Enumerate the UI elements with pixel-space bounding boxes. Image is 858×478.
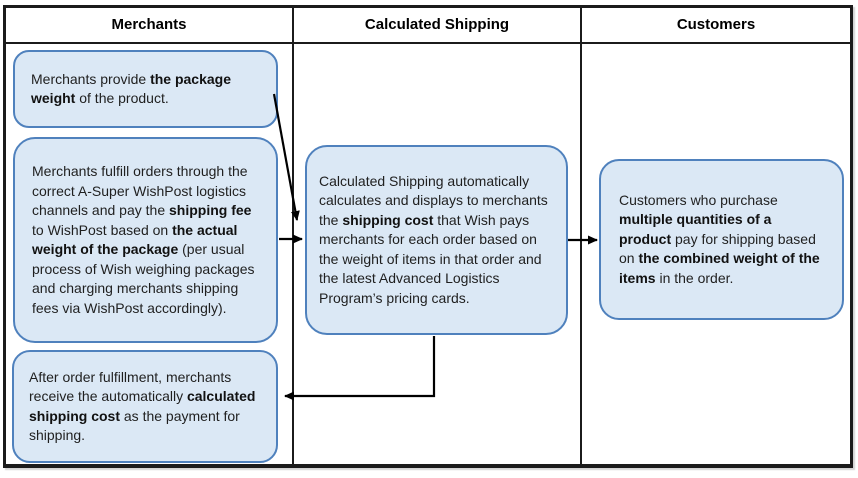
- lane-header-merchants: Merchants: [111, 16, 187, 33]
- node-fulfill-orders-text: Merchants fulfill orders through the cor…: [32, 163, 255, 316]
- node-customers-pay-combined-weight-text: Customers who purchase multiple quantiti…: [619, 191, 820, 286]
- node-customers-pay-combined-weight: Customers who purchase multiple quantiti…: [599, 159, 844, 320]
- node-receive-shipping-cost: After order fulfillment, merchants recei…: [12, 350, 278, 463]
- node-receive-shipping-cost-text: After order fulfillment, merchants recei…: [29, 368, 256, 444]
- node-fulfill-orders: Merchants fulfill orders through the cor…: [13, 137, 278, 343]
- node-provide-package-weight-text: Merchants provide the package weight of …: [31, 70, 231, 107]
- node-calculated-shipping-process-text: Calculated Shipping automatically calcul…: [319, 172, 548, 306]
- node-calculated-shipping-process: Calculated Shipping automatically calcul…: [305, 145, 568, 335]
- lane-divider-1: [292, 8, 294, 464]
- lane-header-calculated-shipping: Calculated Shipping: [364, 16, 510, 33]
- node-provide-package-weight: Merchants provide the package weight of …: [13, 50, 278, 128]
- lane-header-customers: Customers: [676, 16, 756, 33]
- lane-divider-2: [580, 8, 582, 464]
- header-divider-line: [6, 42, 850, 44]
